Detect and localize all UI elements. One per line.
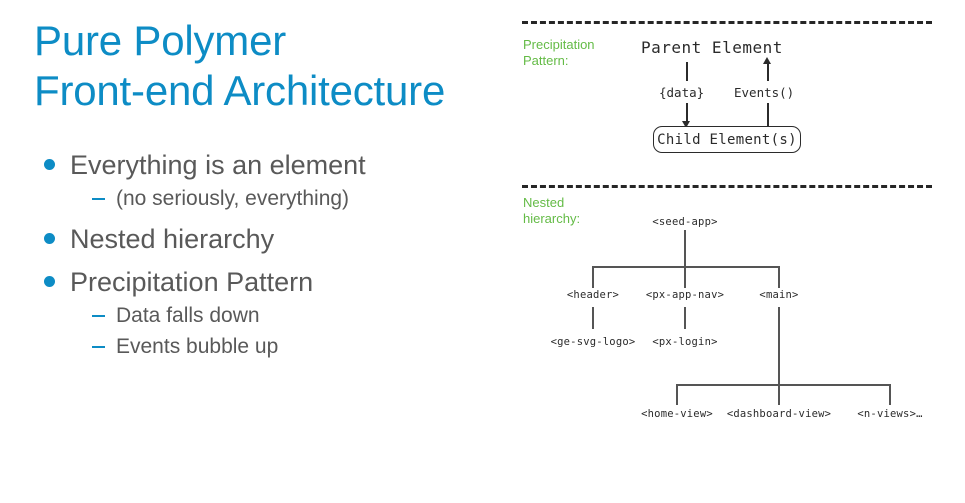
tree-node-px-app-nav: <px-app-nav> (645, 289, 725, 301)
tree-edge-main-stem (778, 307, 780, 405)
hierarchy-caption-line-1: Nested (523, 195, 565, 210)
tree-edge-to-header (592, 266, 594, 288)
list-item-label: Nested hierarchy (70, 224, 275, 254)
list-item-label: (no seriously, everything) (116, 187, 350, 210)
events-flow-label: Events() (734, 85, 795, 100)
hierarchy-tree: <seed-app> <header> <px-app-nav> <main> … (515, 0, 965, 503)
list-item: Precipitation Pattern (36, 265, 506, 299)
tree-node-seed-app: <seed-app> (652, 216, 718, 228)
tree-node-n-views: <n-views>… (857, 408, 923, 420)
tree-node-header: <header> (566, 289, 620, 301)
list-item: Events bubble up (36, 332, 506, 361)
arrow-down-icon (682, 121, 690, 128)
bullet-dash-icon (92, 315, 105, 317)
data-flow-label: {data} (659, 85, 705, 100)
title-line-1: Pure Polymer (34, 17, 287, 64)
bullet-dash-icon (92, 346, 105, 348)
hierarchy-caption: Nested hierarchy: (523, 195, 580, 227)
tree-edge-to-home-view (676, 384, 678, 405)
page-title: Pure Polymer Front-end Architecture (34, 16, 554, 116)
child-element-box: Child Element(s) (653, 126, 801, 153)
diagram-panel: Precipitation Pattern: Parent Element {d… (515, 0, 965, 503)
title-line-2: Front-end Architecture (34, 67, 446, 114)
bullet-dot-icon (44, 276, 55, 287)
list-item-label: Everything is an element (70, 150, 366, 180)
tree-node-main: <main> (759, 289, 799, 301)
tree-edge-to-app-nav (684, 266, 686, 288)
bullet-dot-icon (44, 159, 55, 170)
list-item-label: Data falls down (116, 304, 260, 327)
bullet-dash-icon (92, 198, 105, 200)
tree-node-dashboard-view: <dashboard-view> (726, 408, 832, 420)
list-item-label: Events bubble up (116, 335, 279, 358)
precipitation-caption-line-2: Pattern: (523, 53, 569, 68)
tree-edge-root-stem (684, 230, 686, 267)
list-item: (no seriously, everything) (36, 184, 506, 213)
tree-edge-app-nav-to-login (684, 307, 686, 329)
list-item-label: Precipitation Pattern (70, 267, 314, 297)
events-flow-line-lower (767, 103, 769, 126)
arrow-up-icon (763, 57, 771, 64)
bullet-list: Everything is an element (no seriously, … (36, 148, 506, 361)
tree-edge-to-n-views (889, 384, 891, 405)
list-item: Data falls down (36, 301, 506, 330)
bullet-dot-icon (44, 233, 55, 244)
tree-node-home-view: <home-view> (641, 408, 713, 420)
data-flow-line-upper (686, 62, 688, 81)
events-flow-line-upper (767, 62, 769, 81)
list-item: Everything is an element (36, 148, 506, 182)
tree-node-px-login: <px-login> (652, 336, 718, 348)
parent-element-label: Parent Element (641, 38, 783, 57)
tree-edge-header-to-logo (592, 307, 594, 329)
tree-edge-to-main (778, 266, 780, 288)
dashed-divider-middle (522, 185, 932, 188)
precipitation-caption-line-1: Precipitation (523, 37, 595, 52)
precipitation-caption: Precipitation Pattern: (523, 37, 595, 69)
tree-edge-level1-bar (592, 266, 779, 268)
tree-node-ge-svg-logo: <ge-svg-logo> (550, 336, 636, 348)
dashed-divider-top (522, 21, 932, 24)
tree-edge-views-bar (676, 384, 889, 386)
data-flow-line-lower (686, 103, 688, 123)
list-item: Nested hierarchy (36, 222, 506, 256)
hierarchy-caption-line-2: hierarchy: (523, 211, 581, 226)
